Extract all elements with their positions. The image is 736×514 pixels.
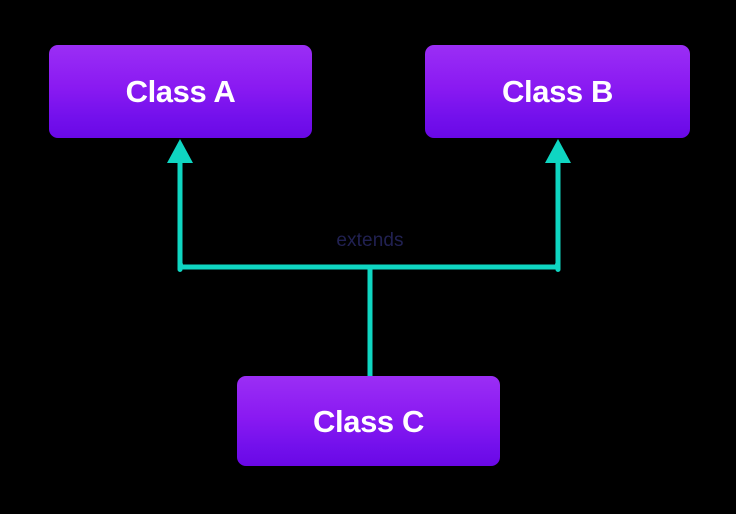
class-node-class-b[interactable]: Class B	[425, 45, 690, 138]
arrowhead-icon-class-a	[167, 139, 193, 163]
class-node-label: Class B	[502, 74, 613, 109]
class-node-label: Class A	[125, 74, 236, 109]
class-node-class-c[interactable]: Class C	[237, 376, 500, 466]
class-node-label: Class C	[313, 403, 424, 439]
edge-corner-right	[555, 262, 561, 272]
edge-label-extends: extends	[336, 230, 404, 251]
class-node-class-a[interactable]: Class A	[49, 45, 312, 138]
arrowhead-icon-class-b	[545, 139, 571, 163]
edge-corner-left	[177, 262, 183, 272]
